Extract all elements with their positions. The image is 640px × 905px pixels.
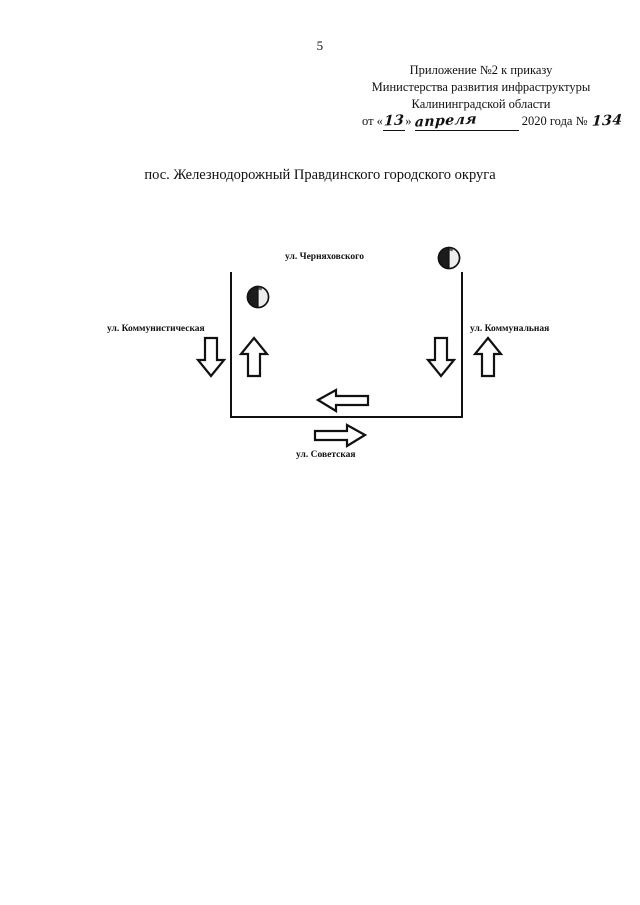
street-label-kommunisticheskaya: ул. Коммунистическая (107, 324, 205, 334)
appendix-line-3: Калининградской области (411, 97, 551, 111)
appendix-line-2: Министерства развития инфраструктуры (371, 80, 591, 94)
road-sign-marker-inner-left-icon (246, 285, 270, 309)
street-label-kommunalnaya: ул. Коммунальная (470, 324, 550, 334)
road-lines (163, 271, 490, 418)
page-title: пос. Железнодорожный Правдинского городс… (144, 167, 496, 183)
arrow-down-right-inner (425, 336, 457, 378)
street-label-chernyahovskogo: ул. Черняховского (285, 252, 364, 262)
arrow-down-left-outer (195, 336, 227, 378)
arrow-left-bottom-inner (315, 388, 370, 413)
road-sign-marker-top-right-icon (437, 246, 461, 270)
page-number: 5 (316, 38, 324, 53)
appendix-header: Приложение №2 к приказу Министерства раз… (350, 62, 612, 113)
road-scheme-diagram: ул. Черняховского ул. Коммунистическая у… (0, 230, 640, 480)
arrow-up-right-outer (472, 336, 504, 378)
street-label-sovetskaya: ул. Советская (296, 450, 356, 460)
date-quote-close: » (405, 114, 412, 128)
date-prefix: от « (362, 114, 383, 128)
appendix-line-1: Приложение №2 к приказу (409, 63, 553, 77)
arrow-right-bottom-outer (313, 423, 368, 448)
handwritten-month: апреля (414, 111, 477, 131)
road-scheme-svg (163, 246, 504, 448)
date-year-text: 2020 года № (521, 114, 588, 128)
handwritten-order-number: 134 (591, 112, 623, 130)
arrow-up-left-inner (238, 336, 270, 378)
handwritten-day: 13 (383, 112, 405, 130)
